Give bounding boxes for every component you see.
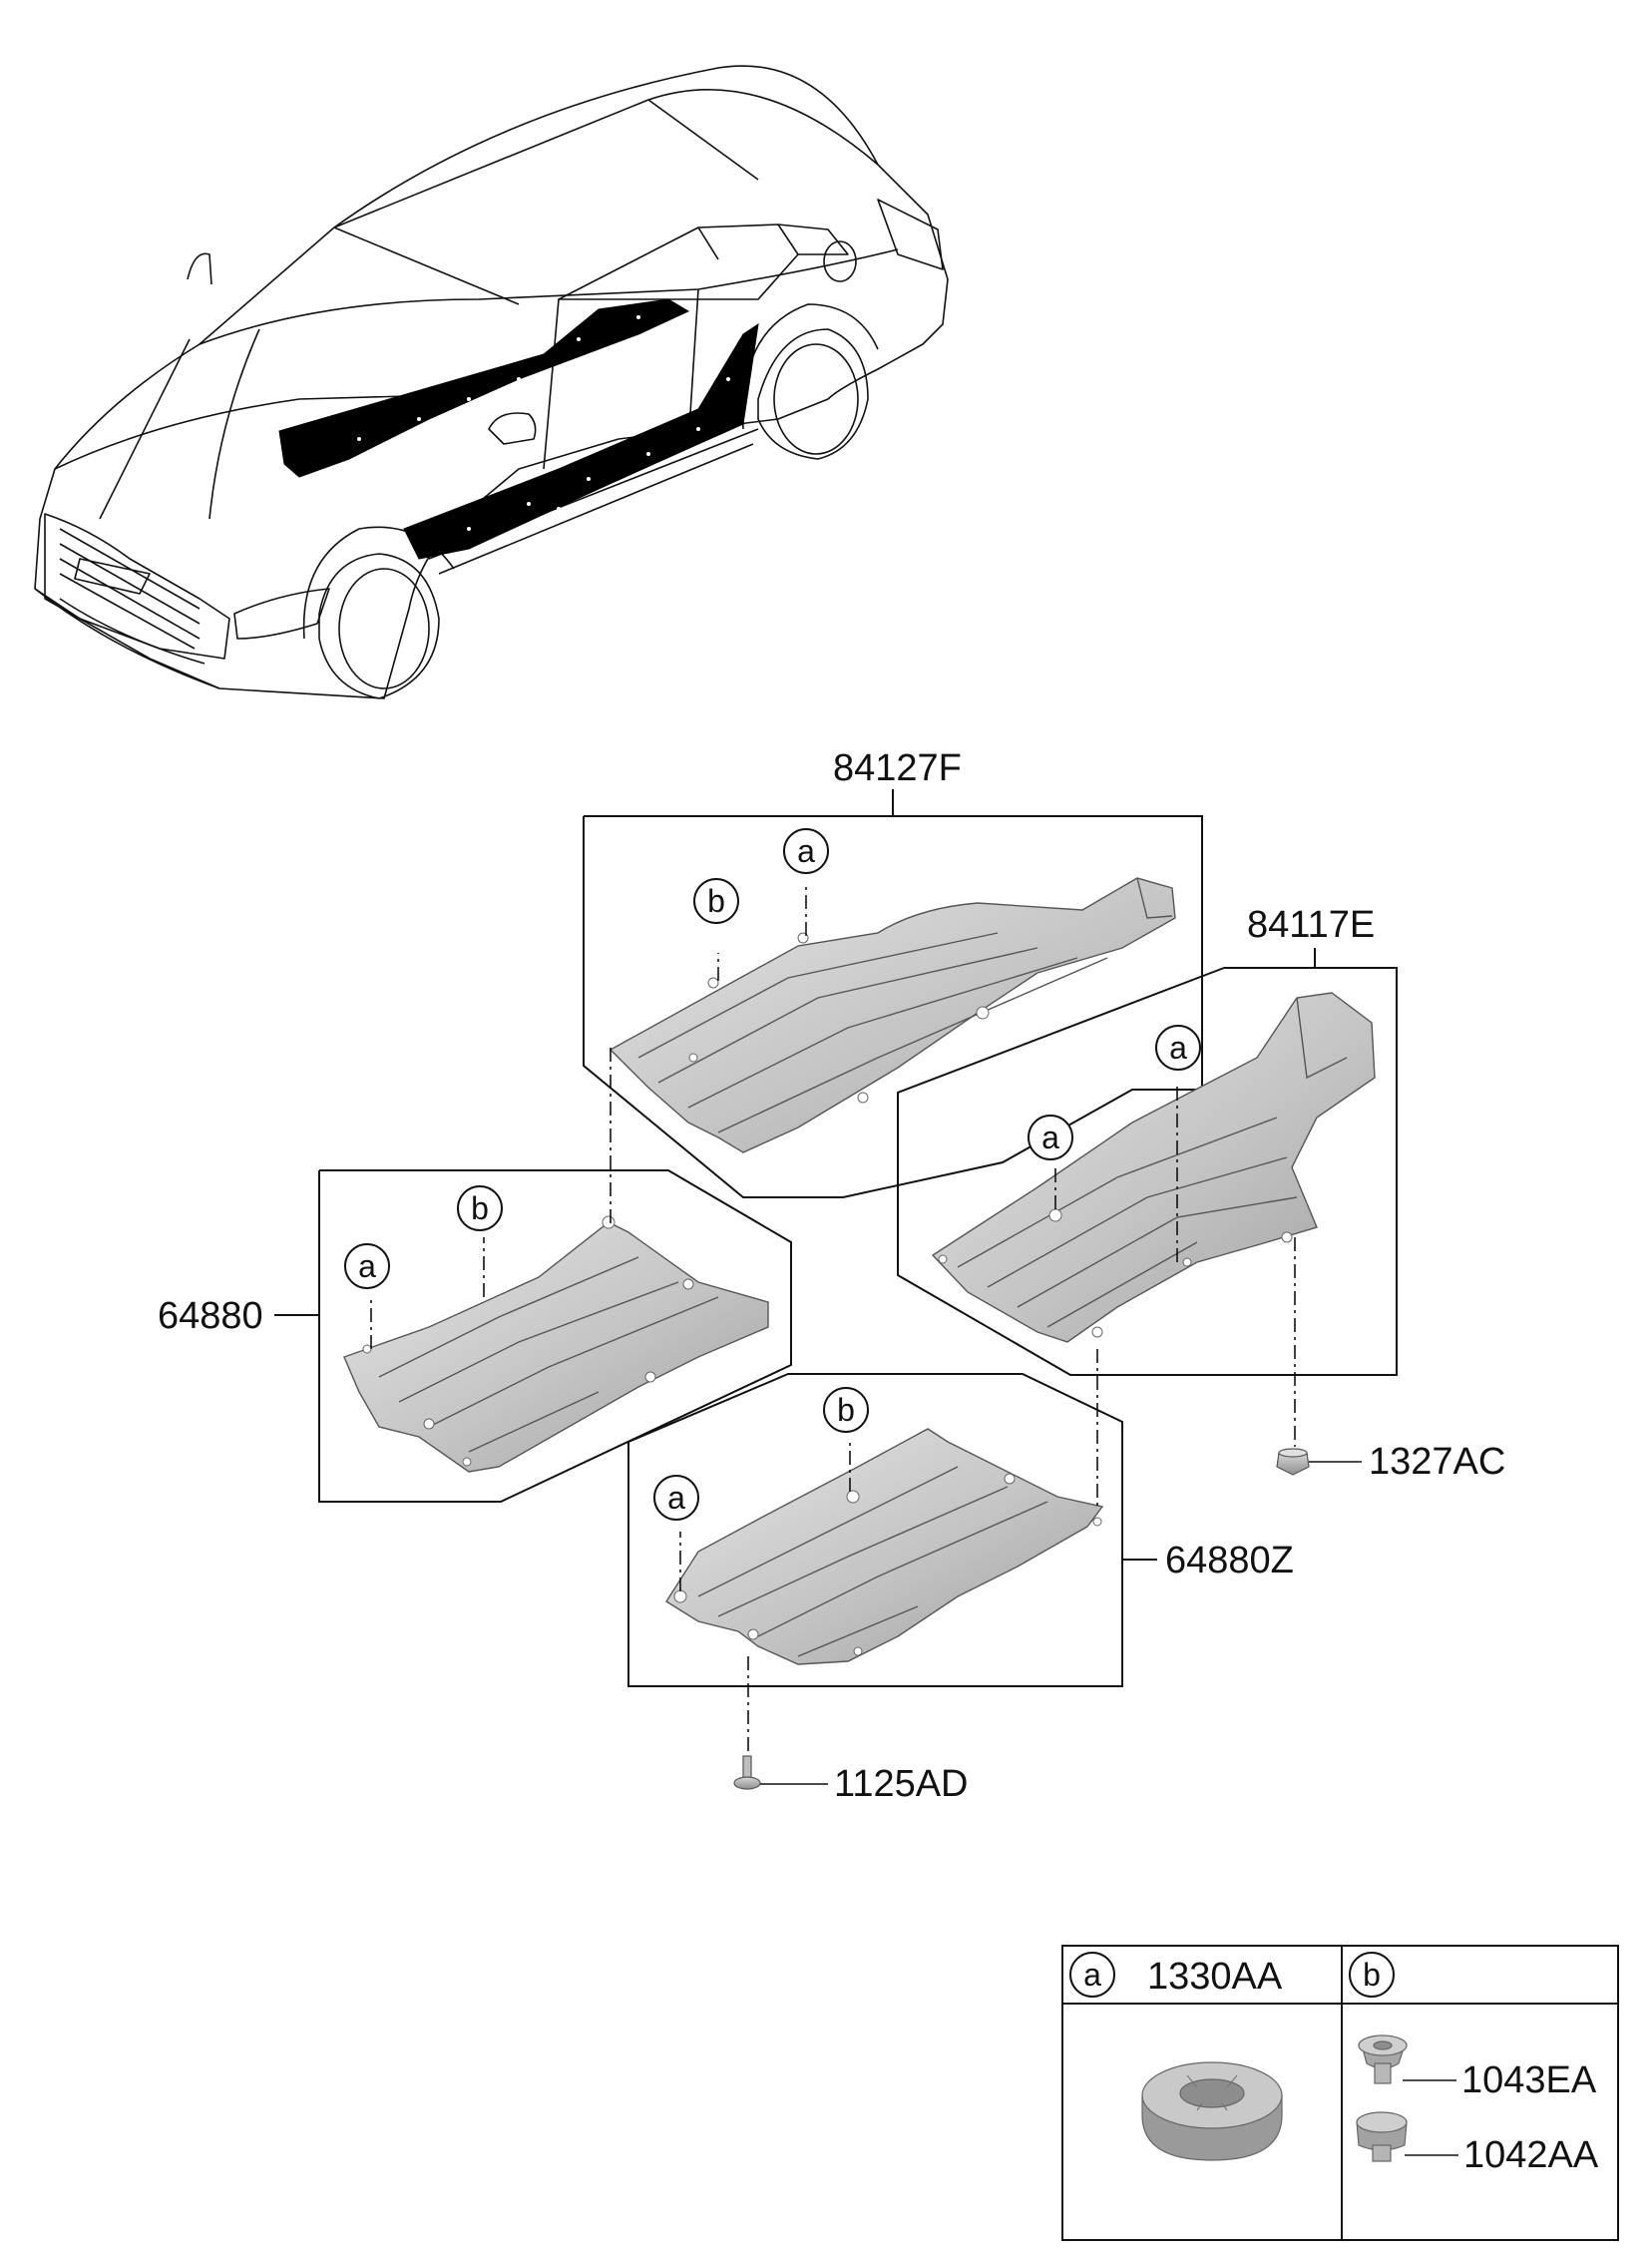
undercover-silhouette <box>278 298 759 560</box>
part-label-84117E[interactable]: 84117E <box>1247 904 1376 946</box>
frame-84127F <box>583 789 1203 1198</box>
panel-64880Z-dots <box>673 1473 1102 1656</box>
callout-b: b <box>693 878 739 924</box>
panel-64880Z <box>665 1428 1104 1665</box>
legend-marker-a: a <box>1069 1952 1115 1998</box>
nut-1327AC <box>1276 1448 1310 1476</box>
frame-64880Z <box>627 1373 1157 1687</box>
callout-a: a <box>344 1243 390 1289</box>
panel-64880 <box>343 1221 769 1473</box>
legend-part-1042AA[interactable]: 1042AA <box>1463 2134 1599 2176</box>
grommet-1330AA <box>1141 2061 1283 2161</box>
callout-a: a <box>653 1475 699 1521</box>
panel-64880-dots <box>362 1215 694 1467</box>
part-label-64880Z[interactable]: 64880Z <box>1165 1540 1294 1581</box>
frame-84117E <box>897 948 1398 1376</box>
panel-84127F <box>609 877 1176 1153</box>
legend-part-1043EA[interactable]: 1043EA <box>1461 2059 1597 2101</box>
fastener-leaders <box>370 883 1296 1766</box>
panel-84127F-dots <box>688 932 990 1104</box>
part-label-1327AC[interactable]: 1327AC <box>1369 1441 1506 1483</box>
bolt-1125AD <box>733 1755 761 1790</box>
nut-1042AA <box>1356 2111 1408 2162</box>
panel-84117E <box>931 992 1376 1343</box>
part-label-1125AD[interactable]: 1125AD <box>834 1763 969 1805</box>
legend-part-1330AA[interactable]: 1330AA <box>1147 1956 1283 1998</box>
part-label-84127F[interactable]: 84127F <box>833 747 962 789</box>
callout-a: a <box>1028 1115 1073 1160</box>
frame-64880 <box>274 1169 792 1503</box>
panel-84117E-dots <box>938 1208 1293 1338</box>
callout-b: b <box>823 1387 869 1433</box>
callout-a: a <box>1155 1025 1201 1071</box>
callout-b: b <box>457 1185 503 1231</box>
clip-1043EA <box>1358 2034 1408 2084</box>
legend-marker-b: b <box>1349 1952 1395 1998</box>
silhouette-dots <box>357 315 730 531</box>
part-label-64880[interactable]: 64880 <box>158 1295 263 1337</box>
callout-a: a <box>783 828 829 874</box>
legend-table <box>1061 1945 1619 2241</box>
